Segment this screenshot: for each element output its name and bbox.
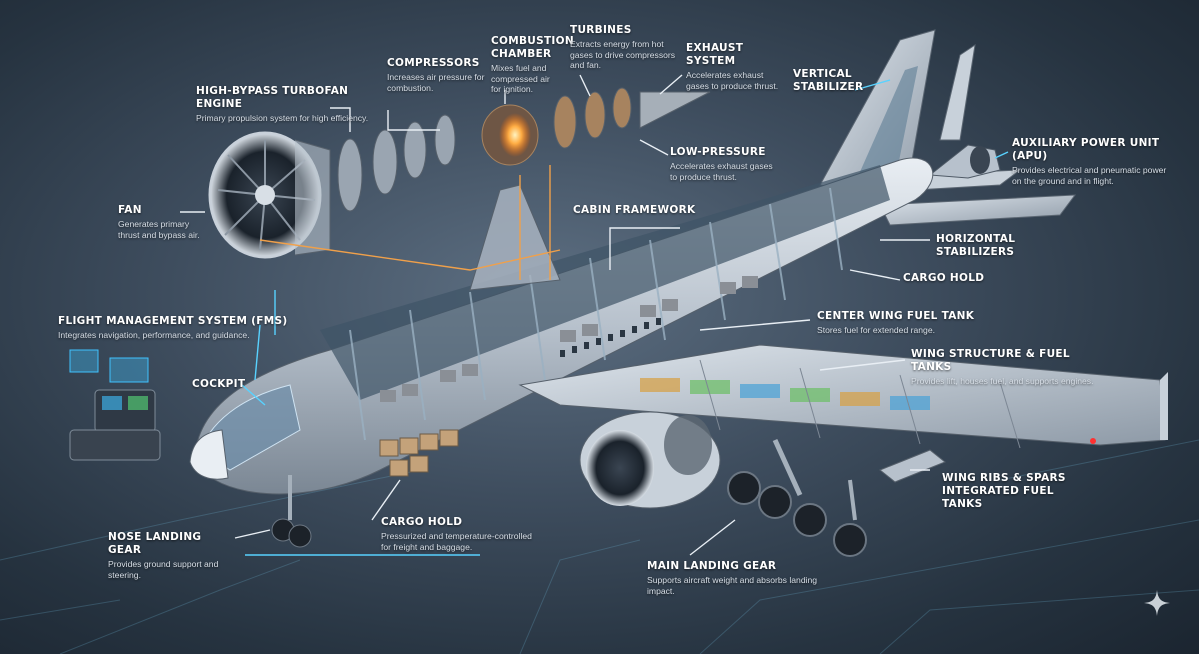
label-fms: FLIGHT MANAGEMENT SYSTEM (FMS) Integrate… xyxy=(58,315,288,340)
floor-circuit-lines xyxy=(0,439,1199,654)
wing-ribs-module xyxy=(879,449,946,483)
label-exhaust-system: EXHAUST SYSTEM Accelerates exhaust gases… xyxy=(686,42,779,91)
cockpit-console xyxy=(69,349,161,461)
label-cargo-hold-upper: CARGO HOLD xyxy=(903,272,985,284)
exploded-turbofan xyxy=(208,87,711,259)
label-high-bypass-engine: HIGH-BYPASS TURBOFAN ENGINE Primary prop… xyxy=(196,85,369,123)
label-apu: AUXILIARY POWER UNIT (APU) Provides elec… xyxy=(1012,137,1167,186)
label-low-pressure: LOW-PRESSURE Accelerates exhaust gases t… xyxy=(670,146,773,182)
label-fan: FAN Generates primary thrust and bypass … xyxy=(118,204,200,240)
wing-engine xyxy=(579,411,721,509)
label-wing-structure: WING STRUCTURE & FUEL TANKS Provides lif… xyxy=(911,348,1094,386)
apu-module xyxy=(928,144,1001,179)
left-wing xyxy=(469,184,561,291)
label-main-landing-gear: MAIN LANDING GEAR Supports aircraft weig… xyxy=(647,560,818,596)
callout-lines xyxy=(180,74,1009,556)
label-cockpit: COCKPIT xyxy=(192,378,246,390)
sparkle-icon xyxy=(1144,590,1170,616)
label-cargo-hold-lower: CARGO HOLD Pressurized and temperature-c… xyxy=(381,516,532,552)
label-turbines: TURBINES Extracts energy from hot gases … xyxy=(570,24,676,70)
label-cabin-framework: CABIN FRAMEWORK xyxy=(573,204,696,216)
main-gear xyxy=(727,438,867,557)
nose-gear xyxy=(271,475,312,548)
right-wing xyxy=(518,344,1168,449)
label-compressors: COMPRESSORS Increases air pressure for c… xyxy=(387,57,485,93)
label-combustion-chamber: COMBUSTION CHAMBER Mixes fuel and compre… xyxy=(491,35,574,94)
label-horizontal-stabilizers: HORIZONTAL STABILIZERS xyxy=(936,233,1016,258)
fuselage xyxy=(189,157,934,495)
label-vertical-stabilizer: VERTICAL STABILIZER xyxy=(793,68,864,93)
label-nose-landing-gear: NOSE LANDING GEAR Provides ground suppor… xyxy=(108,531,219,580)
label-center-wing-fuel-tank: CENTER WING FUEL TANK Stores fuel for ex… xyxy=(817,310,975,335)
label-wing-ribs-spars: WING RIBS & SPARS INTEGRATED FUEL TANKS xyxy=(942,472,1066,510)
vertical-stabilizer xyxy=(819,29,976,201)
